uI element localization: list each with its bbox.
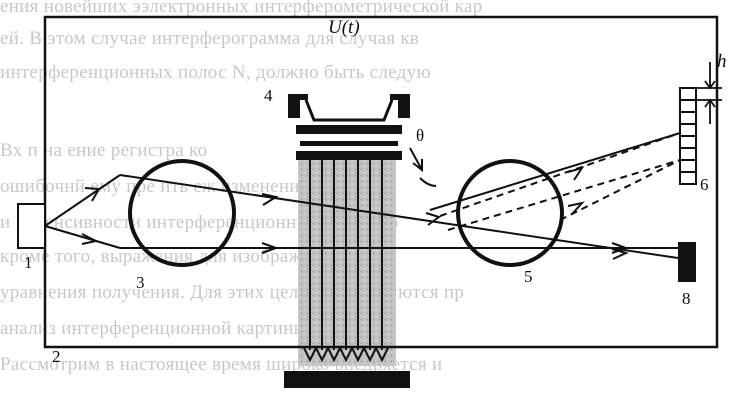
dashed-rays bbox=[439, 132, 681, 231]
label-h: h bbox=[717, 51, 727, 72]
lens-3 bbox=[128, 159, 236, 267]
label-1: 1 bbox=[24, 253, 33, 272]
detector-8 bbox=[678, 242, 696, 282]
bg-text-line: ения новейших ээлектронных интерферометр… bbox=[0, 0, 483, 17]
light-source bbox=[17, 203, 46, 249]
theta-marker bbox=[409, 147, 437, 187]
bg-text-line: ошибочнй ему пре ить еж изменения в раз bbox=[0, 176, 355, 197]
label-5: 5 bbox=[524, 267, 533, 286]
bg-text-line: интерференционных полос N, должно быть с… bbox=[0, 62, 431, 83]
bg-text-line: анализ интерференционной картины bbox=[0, 318, 307, 339]
fiber-ends bbox=[303, 345, 389, 363]
title-u-t: U(t) bbox=[328, 17, 360, 38]
fiber-lines bbox=[309, 160, 383, 350]
solid-rays bbox=[44, 132, 681, 259]
label-theta: θ bbox=[416, 126, 424, 145]
ray-arrowheads bbox=[81, 166, 629, 260]
label-6: 6 bbox=[700, 175, 709, 194]
label-3: 3 bbox=[136, 273, 145, 292]
label-4: 4 bbox=[264, 86, 273, 105]
enclosure-box bbox=[43, 15, 719, 349]
cell-plate-1 bbox=[296, 125, 402, 134]
label-8: 8 bbox=[682, 289, 691, 308]
detector-scale bbox=[679, 87, 697, 185]
cell-plate-2 bbox=[300, 141, 398, 146]
cell-plate-3 bbox=[296, 151, 402, 160]
base-plate bbox=[284, 371, 410, 388]
h-dimension bbox=[696, 62, 722, 124]
lens-5 bbox=[456, 159, 564, 267]
bg-text-line: Вх п на ение регистра ко bbox=[0, 140, 208, 161]
bg-text-line: ей. В этом случае интерферограмма для сл… bbox=[0, 28, 420, 49]
cell-tray bbox=[304, 99, 394, 122]
sample-cell bbox=[288, 94, 410, 118]
label-2: 2 bbox=[52, 347, 61, 366]
